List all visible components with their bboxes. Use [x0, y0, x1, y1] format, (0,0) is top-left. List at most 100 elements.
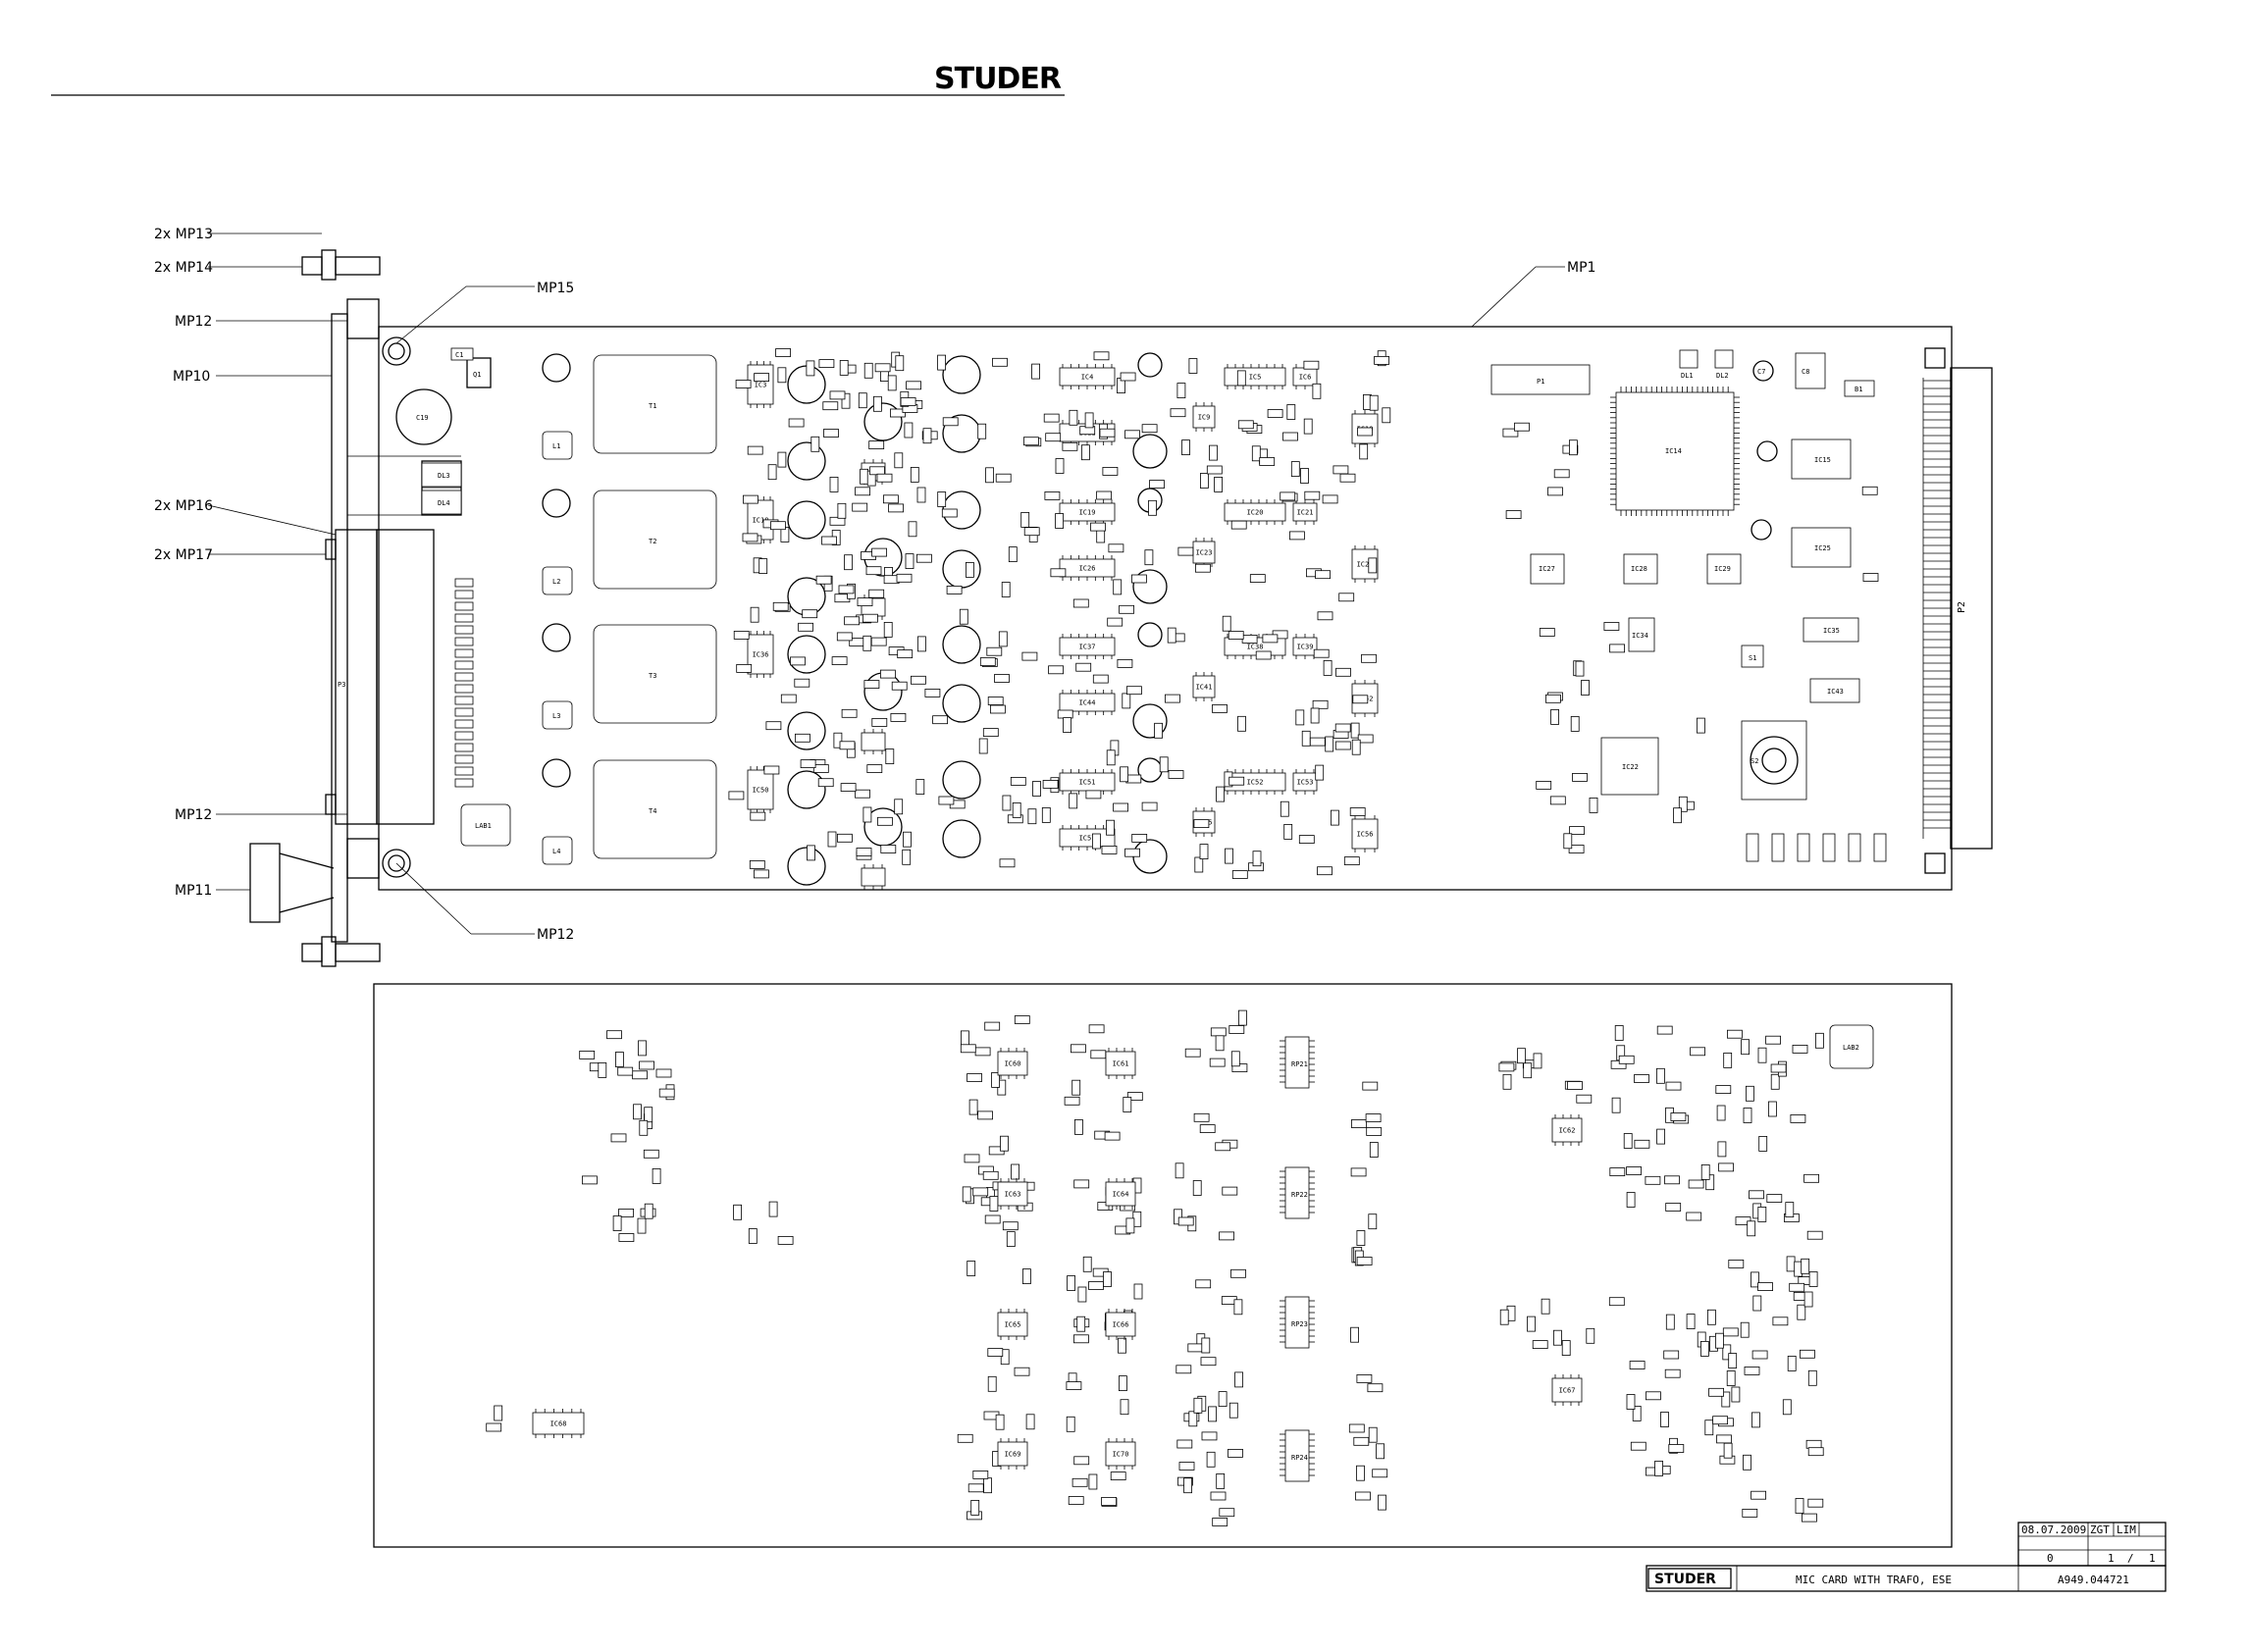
- smd-component: [896, 573, 913, 583]
- smd-component: [1295, 709, 1305, 726]
- smd-component: [790, 656, 806, 666]
- smd-component: [1092, 674, 1109, 684]
- smd-component: [1722, 1327, 1739, 1337]
- smd-component: [1350, 722, 1360, 739]
- smd-component: [880, 845, 897, 853]
- smd-component: [1064, 1096, 1080, 1106]
- smd-component: [905, 553, 914, 569]
- smd-component: [1660, 1412, 1669, 1427]
- rnet-label: RP24: [1291, 1454, 1308, 1462]
- smd-component: [794, 678, 810, 688]
- smd-component: [1210, 1027, 1227, 1037]
- ic-package: IC50: [747, 766, 774, 813]
- svg-text:C7: C7: [1757, 368, 1765, 376]
- smd-component: [1357, 734, 1374, 744]
- smd-component: [1177, 546, 1194, 556]
- smd-component: [1723, 1053, 1733, 1068]
- smd-component: [890, 408, 906, 418]
- smd-component: [1141, 801, 1158, 811]
- callout-mp15: MP15: [537, 281, 574, 296]
- electrolytic-cap: [787, 441, 826, 481]
- smd-component: [1549, 796, 1566, 805]
- smd-component: [995, 473, 1012, 483]
- svg-text:C8: C8: [1802, 368, 1809, 376]
- smd-component: [1057, 709, 1073, 719]
- smd-component: [1795, 1498, 1804, 1514]
- transformer-label: T4: [649, 807, 656, 815]
- smd-component: [777, 1236, 794, 1245]
- smd-component: [1315, 570, 1331, 580]
- electrolytic-cap: [942, 760, 981, 800]
- smd-component: [1572, 773, 1588, 782]
- smd-component: [1230, 520, 1247, 530]
- electrolytic-cap: [542, 758, 571, 788]
- svg-text:IC25: IC25: [1814, 544, 1831, 552]
- smd-component: [1193, 819, 1210, 828]
- smd-component: [772, 601, 789, 611]
- smd-component: [1705, 1174, 1715, 1191]
- smd-component: [1216, 1473, 1226, 1489]
- smd-component: [1322, 494, 1338, 504]
- smd-component: [1000, 1349, 1010, 1366]
- resistor-network: RP23: [1280, 1296, 1315, 1349]
- smd-component: [1289, 531, 1305, 541]
- smd-component: [1012, 802, 1021, 818]
- smd-component: [1209, 1058, 1226, 1067]
- smd-component: [1048, 665, 1064, 675]
- smd-component: [1090, 522, 1106, 532]
- smd-component: [1071, 1477, 1088, 1487]
- part-label: IC19: [1079, 509, 1096, 517]
- smd-component: [916, 487, 926, 503]
- smd-component: [639, 1119, 649, 1136]
- transformer: [593, 624, 717, 724]
- inductor-label: L2: [552, 578, 560, 586]
- smd-component: [1747, 1220, 1756, 1237]
- smd-component: [754, 373, 769, 383]
- part-label: IC38: [1247, 644, 1264, 651]
- smd-component: [1807, 1369, 1817, 1386]
- smd-component: [1219, 1231, 1234, 1241]
- ic-package: [861, 864, 886, 890]
- part-label: IC68: [550, 1420, 567, 1428]
- smd-component: [1632, 1406, 1642, 1421]
- smd-component: [1502, 1073, 1512, 1090]
- smd-component: [454, 601, 474, 611]
- smd-component: [961, 1030, 969, 1047]
- smd-component: [1126, 686, 1142, 696]
- smd-component: [856, 848, 872, 856]
- smd-component: [1335, 667, 1351, 677]
- smd-component: [1255, 650, 1272, 660]
- smd-component: [908, 521, 917, 538]
- smd-component: [987, 1348, 1004, 1357]
- edge-connector-p2: P2: [1922, 347, 1993, 874]
- smd-component: [454, 578, 474, 588]
- resistor-network: RP22: [1280, 1166, 1315, 1219]
- smd-component: [982, 728, 999, 737]
- smd-component: [644, 1107, 653, 1123]
- main-pcb-outline: [378, 326, 1953, 891]
- smd-component: [1228, 1402, 1238, 1419]
- smd-component: [1199, 1124, 1216, 1133]
- smd-component: [1532, 1340, 1548, 1349]
- smd-component: [1770, 1073, 1780, 1090]
- smd-component: [1757, 1207, 1767, 1222]
- smd-component: [906, 381, 921, 390]
- smd-component: [982, 1170, 999, 1180]
- smd-component: [1797, 1304, 1806, 1320]
- electrolytic-cap: [942, 549, 981, 589]
- smd-component: [1610, 1059, 1627, 1069]
- smd-component: [868, 589, 885, 598]
- smd-component: [1032, 781, 1041, 797]
- part-label: IC50: [753, 787, 769, 795]
- rnet-label: RP22: [1291, 1191, 1308, 1199]
- smd-component: [1356, 1465, 1365, 1481]
- smd-component: [1785, 1202, 1795, 1217]
- rnet-label: RP23: [1291, 1320, 1308, 1328]
- svg-text:B1: B1: [1855, 386, 1862, 393]
- smd-component: [1298, 835, 1315, 844]
- smd-component: [1014, 1015, 1030, 1024]
- smd-component: [1076, 1316, 1086, 1332]
- smd-component: [1372, 1469, 1388, 1478]
- svg-text:IC28: IC28: [1631, 565, 1647, 573]
